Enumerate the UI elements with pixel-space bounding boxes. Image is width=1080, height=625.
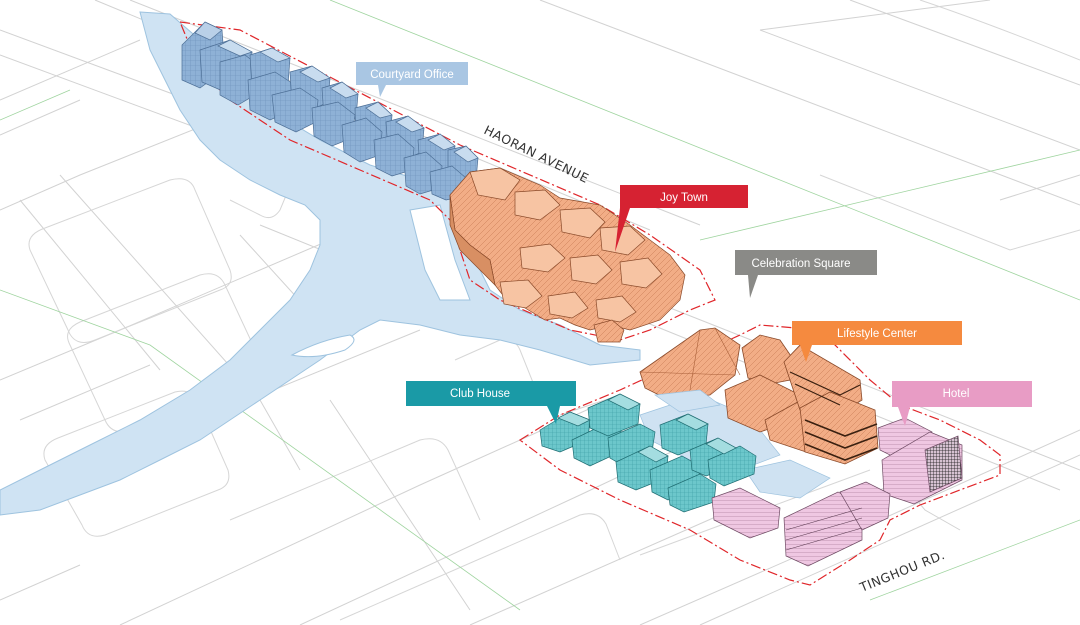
callout-club-house: Club House	[406, 381, 576, 424]
callout-joy-town: Joy Town	[615, 185, 748, 252]
callout-lifestyle-center-label: Lifestyle Center	[837, 328, 917, 340]
courtyard-office-buildings	[181, 21, 479, 201]
joy-town-buildings	[449, 167, 686, 343]
callout-lifestyle-center: Lifestyle Center	[792, 321, 962, 362]
callout-celebration-square: Celebration Square	[735, 250, 877, 298]
callout-club-house-box	[406, 381, 576, 406]
water-inlet	[409, 204, 471, 301]
callout-hotel: Hotel	[892, 381, 1032, 426]
callout-courtyard-office: Courtyard Office	[356, 62, 468, 97]
callout-lifestyle-center-box	[792, 321, 962, 345]
callout-celebration-square-box	[735, 250, 877, 275]
hotel-buildings	[711, 417, 963, 567]
callout-hotel-label: Hotel	[943, 388, 970, 400]
callout-celebration-square-label: Celebration Square	[751, 258, 850, 270]
water-island	[290, 334, 355, 358]
site-boundary	[179, 21, 1001, 586]
callout-joy-town-box	[620, 185, 748, 208]
callout-courtyard-office-label: Courtyard Office	[370, 69, 454, 81]
callout-club-house-label: Club House	[450, 388, 510, 400]
lifestyle-center-buildings	[724, 344, 879, 465]
callout-joy-town-label: Joy Town	[660, 192, 708, 204]
celebration-square-pavilions	[639, 327, 796, 399]
callout-hotel-box	[892, 381, 1032, 407]
callout-courtyard-office-box	[356, 62, 468, 85]
grid-lines	[0, 0, 1080, 611]
club-house-buildings	[539, 393, 757, 513]
